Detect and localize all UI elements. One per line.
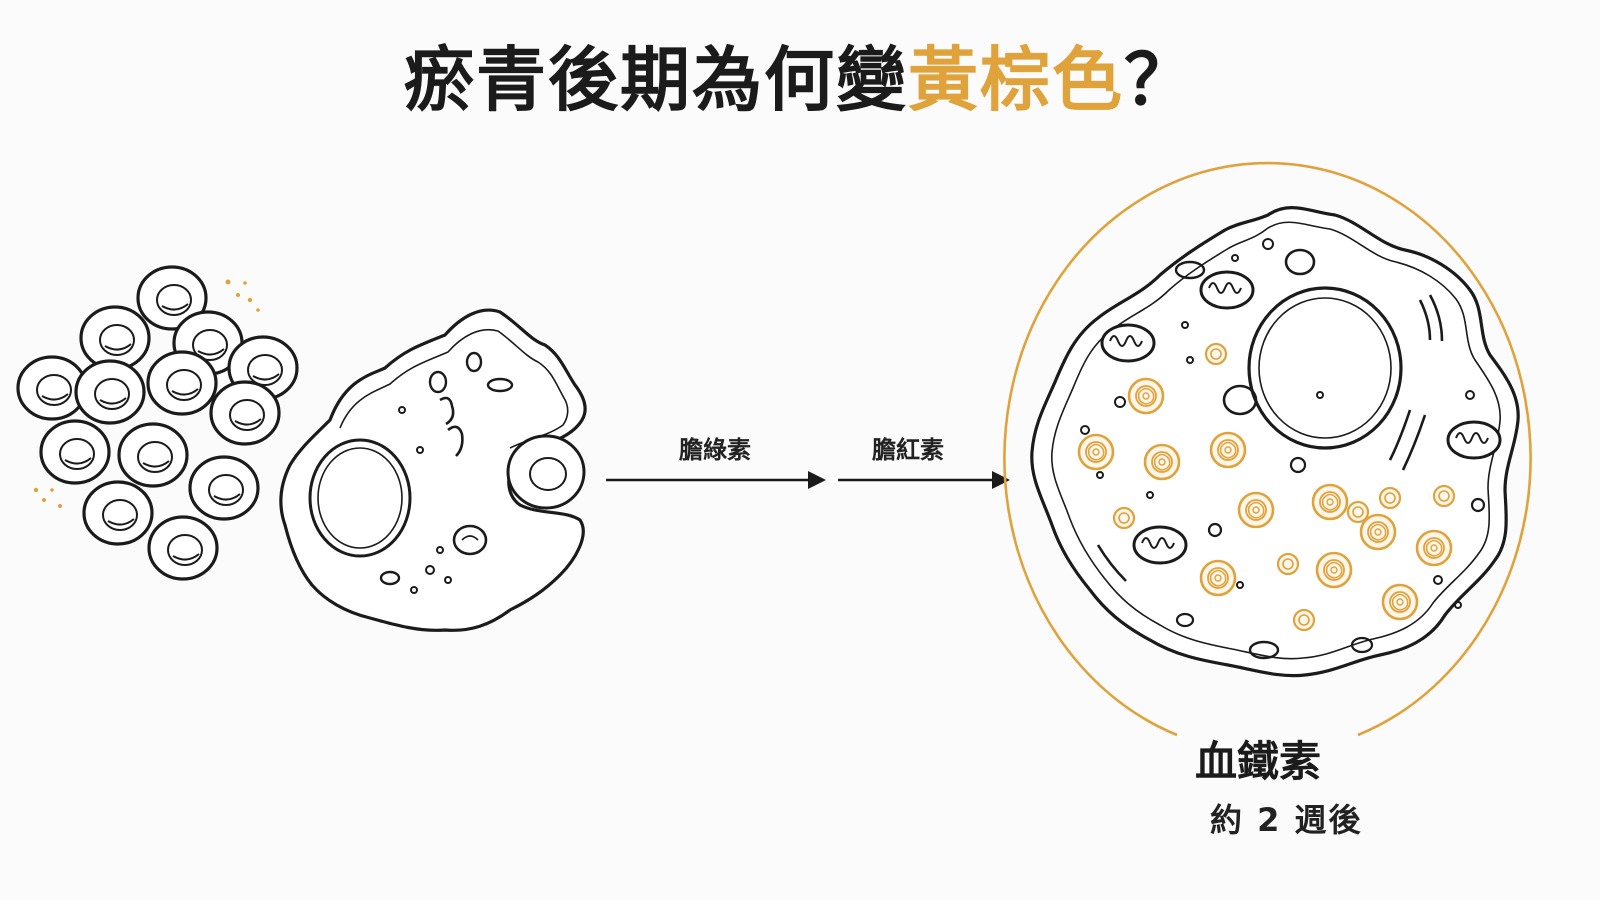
macrophage-cell-icon [279,308,587,632]
biliverdin-label: 膽綠素 [679,436,751,464]
highlight-ring [1003,161,1532,737]
time-label: 約 2 週後 [1210,801,1363,839]
page-title: 瘀青後期為何變黃棕色？ [0,24,1600,125]
arrow-step-2 [838,471,1010,489]
title-suffix: ？ [1124,39,1196,121]
hemosiderin-macrophage-icon [1030,206,1520,678]
red-blood-cells-icon [16,265,299,581]
arrow-step-1 [606,471,826,489]
bilirubin-label: 膽紅素 [872,436,944,464]
title-prefix: 瘀青後期為何變 [404,39,908,121]
hemosiderin-label: 血鐵素 [1195,737,1322,786]
title-highlight: 黃棕色 [908,39,1124,121]
